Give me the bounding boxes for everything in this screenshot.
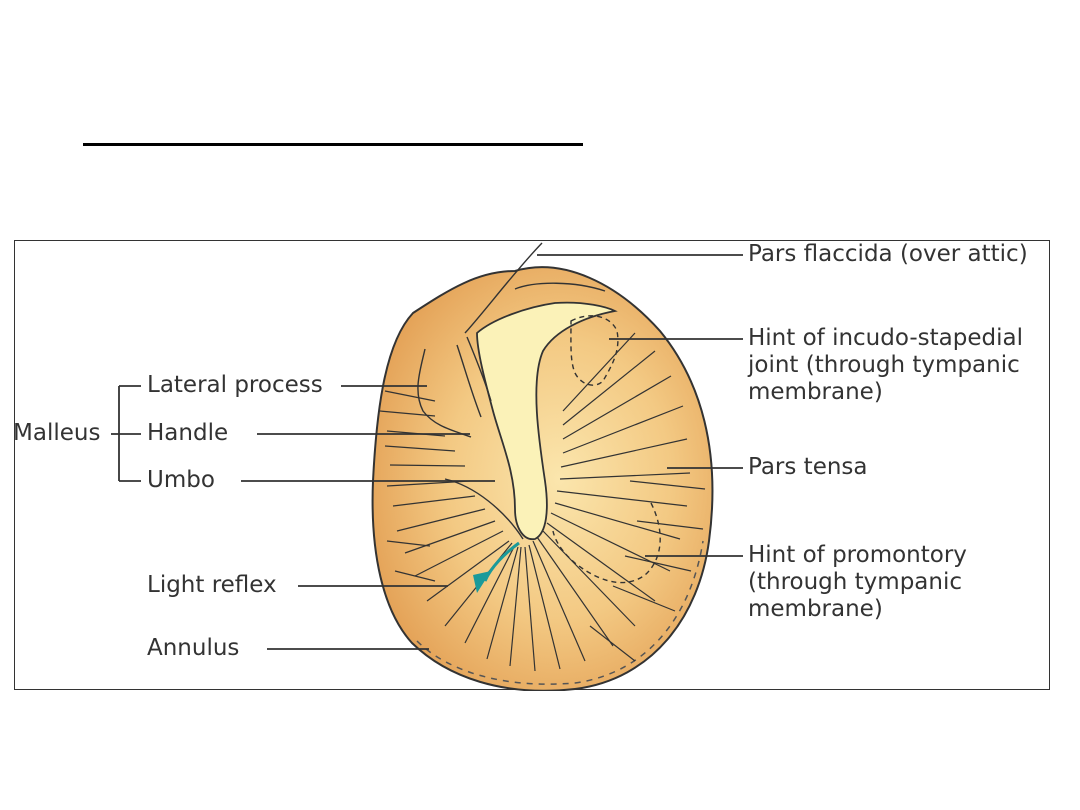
tympanic-membrane-figure: Pars flaccida (over attic) Hint of incud… <box>13 240 1050 691</box>
promontory-hint <box>552 502 661 584</box>
label-lateral-process: Lateral process <box>147 372 323 398</box>
malleus-bracket <box>111 385 141 482</box>
label-handle: Handle <box>147 420 229 446</box>
malleus-handle <box>476 301 618 540</box>
annulus-rim <box>416 540 704 685</box>
radial-fibres <box>379 332 706 672</box>
light-reflex-arrow <box>473 541 520 593</box>
label-annulus: Annulus <box>147 635 240 661</box>
label-malleus: Malleus <box>13 420 101 446</box>
title-underline <box>83 143 583 146</box>
label-light-reflex: Light reflex <box>147 572 277 598</box>
label-pars-flaccida: Pars flaccida (over attic) <box>748 241 1028 267</box>
label-pars-tensa: Pars tensa <box>748 454 868 480</box>
incudo-stapedial-joint-hint <box>570 315 619 386</box>
label-promontory: Hint of promontory (through tympanic mem… <box>748 542 967 622</box>
tympanic-membrane-diagram <box>111 242 743 691</box>
label-incudo-stapedial-joint: Hint of incudo-stapedial joint (through … <box>748 325 1023 405</box>
label-umbo: Umbo <box>147 467 215 493</box>
leader-lines <box>241 254 743 650</box>
